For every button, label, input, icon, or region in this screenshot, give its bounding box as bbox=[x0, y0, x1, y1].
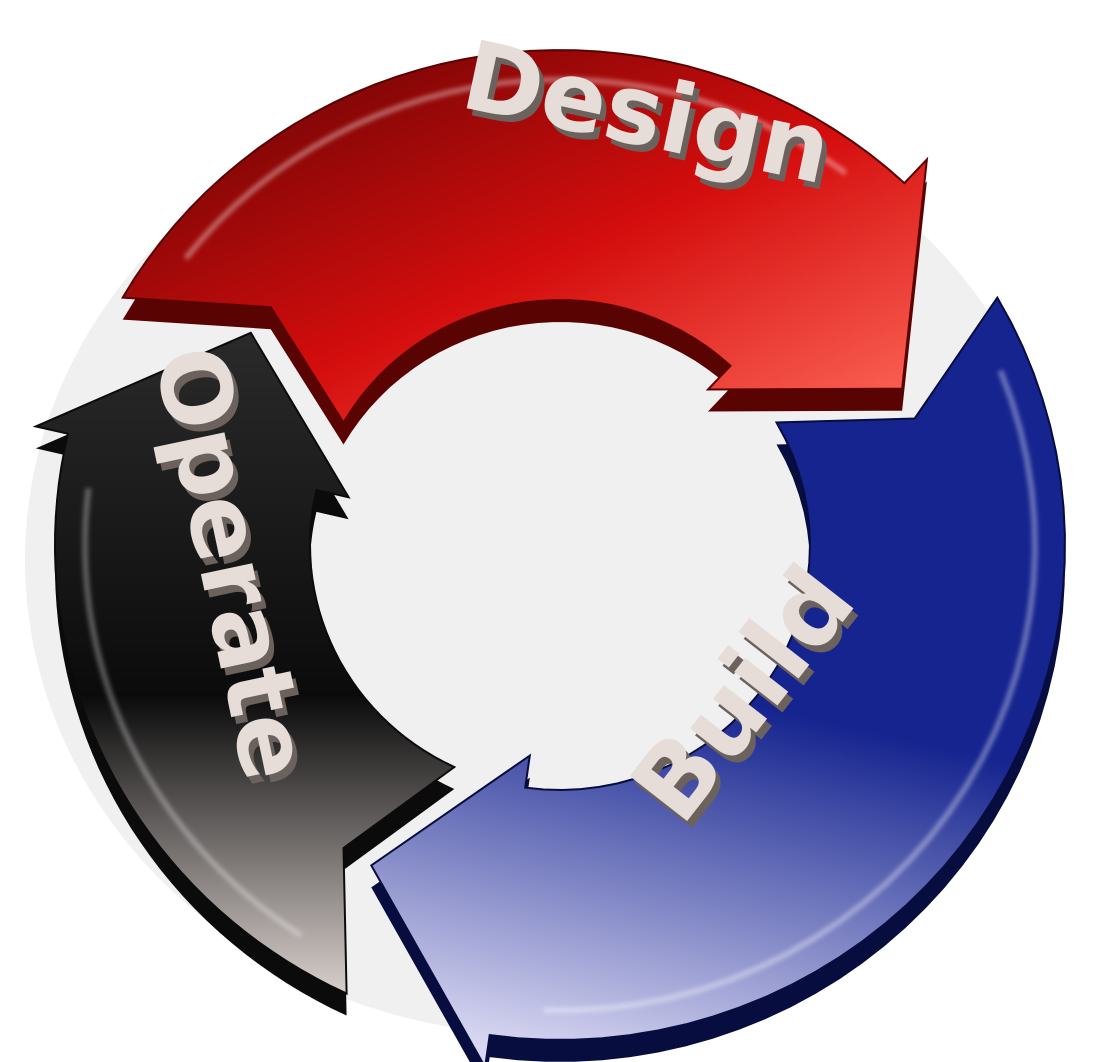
build-arrow-gloss bbox=[543, 369, 1039, 1014]
cycle-ring bbox=[32, 49, 1066, 1062]
design-arrow-gloss bbox=[183, 76, 848, 261]
operate-arrow bbox=[32, 331, 457, 996]
build-arrow bbox=[369, 295, 1066, 1062]
operate-arrow-gloss bbox=[81, 487, 303, 938]
